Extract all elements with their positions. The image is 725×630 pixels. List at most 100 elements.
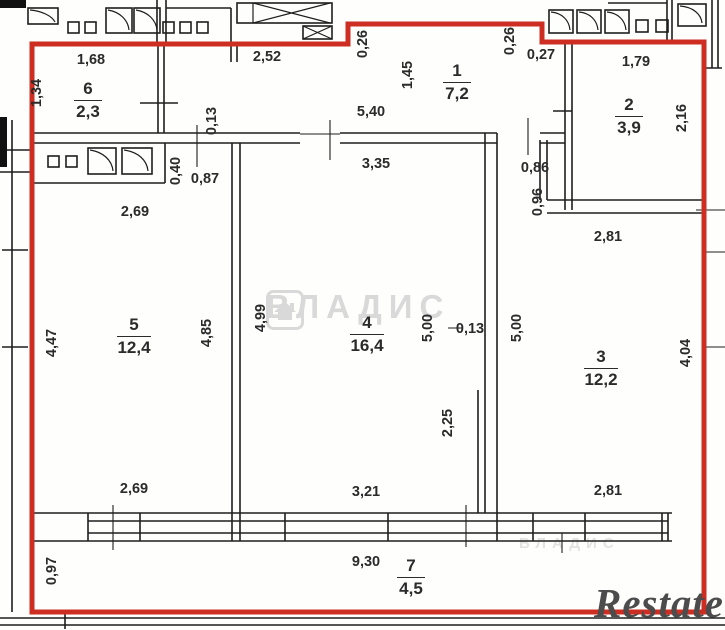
room-label-6: 6 2,3	[74, 80, 102, 121]
room-area: 12,4	[117, 337, 151, 357]
room-area: 4,5	[399, 578, 423, 598]
neighbor-wall	[704, 0, 722, 69]
dim-label: 0,97	[43, 556, 60, 586]
dim-label: 4,85	[198, 318, 215, 348]
room-label-divider	[74, 99, 102, 101]
room-label-1: 1 7,2	[443, 62, 471, 103]
dim-label: 0,96	[529, 187, 546, 217]
room-area: 7,2	[445, 83, 469, 103]
balcony-rail	[0, 612, 725, 629]
cabinet-icon	[87, 147, 117, 175]
cabinet-icon	[677, 3, 707, 27]
room-label-2: 2 3,9	[615, 96, 643, 137]
dim-label: 2,81	[593, 482, 623, 499]
dim-label: 5,00	[508, 313, 525, 343]
dim-label: 2,16	[673, 103, 690, 133]
dim-label: 4,04	[677, 338, 694, 368]
dim-label: 3,21	[351, 483, 381, 500]
room-label-divider	[584, 367, 618, 369]
dim-label: 2,25	[439, 408, 456, 438]
dim-label: 9,30	[351, 553, 381, 570]
dim-label: 5,00	[419, 313, 436, 343]
room-label-5: 5 12,4	[117, 316, 151, 357]
room6-wall	[140, 44, 178, 133]
dim-label: 0,26	[354, 29, 371, 59]
cabinet-icon	[121, 147, 153, 175]
dim-label: 1,34	[28, 78, 45, 108]
cabinet-icon	[548, 9, 630, 34]
watermark-restate: Restate	[594, 580, 724, 626]
cabinet-icon	[84, 21, 97, 34]
room2-wall	[539, 140, 704, 214]
dimension-tick	[196, 118, 725, 348]
interior-wall	[231, 143, 241, 513]
room2-wall	[553, 42, 573, 210]
dim-label: 3,35	[361, 155, 391, 172]
room-area: 16,4	[350, 335, 384, 355]
neighbor-wall	[156, 0, 238, 62]
dim-label: 0,13	[455, 320, 485, 337]
room-label-divider	[350, 333, 384, 335]
room-label-divider	[397, 576, 425, 578]
room-number: 4	[362, 313, 372, 332]
room-area: 2,3	[76, 101, 100, 121]
cabinet-icon	[105, 7, 133, 34]
watermark-ghost: ВЛАДИС	[519, 535, 620, 552]
dim-label: 1,79	[621, 53, 651, 70]
watermark-vladis: ВЛАДИС	[266, 288, 451, 330]
room-number: 1	[452, 61, 462, 80]
dim-label: 0,40	[167, 156, 184, 186]
room-number: 7	[406, 556, 416, 575]
room-number: 5	[129, 315, 139, 334]
wardrobe-band	[34, 143, 166, 184]
dim-label: 4,47	[43, 328, 60, 358]
interior-wall	[34, 132, 565, 144]
room-area: 12,2	[584, 369, 618, 389]
watermark-vladis-text: ВЛАДИС	[266, 288, 451, 325]
dim-label: 2,69	[119, 480, 149, 497]
room-number: 2	[624, 95, 634, 114]
dim-label: 5,40	[356, 103, 386, 120]
apartment-red-outline	[29, 21, 707, 615]
ventilation-shaft-icon	[236, 2, 333, 40]
cabinet-icon	[27, 7, 59, 25]
dim-label: 4,99	[252, 303, 269, 333]
dim-label: 2,52	[252, 48, 282, 65]
dim-label: 0,86	[520, 159, 550, 176]
cabinet-icon	[65, 155, 78, 168]
room-label-divider	[117, 335, 151, 337]
room-area: 3,9	[617, 117, 641, 137]
neighbor-wall	[608, 0, 673, 42]
dim-label: 0,87	[190, 170, 220, 187]
cabinet-icon	[133, 7, 161, 34]
dim-label: 0,26	[501, 26, 518, 56]
dim-label: 1,45	[399, 60, 416, 90]
room-label-divider	[615, 115, 643, 117]
interior-wall	[477, 133, 498, 513]
room-label-7: 7 4,5	[397, 557, 425, 598]
cabinet-icon	[47, 155, 60, 168]
dim-label: 2,81	[593, 228, 623, 245]
house-icon	[266, 290, 304, 330]
room-label-divider	[443, 81, 471, 83]
room-label-4: 4 16,4	[350, 314, 384, 355]
dim-label: 1,68	[76, 51, 106, 68]
cabinet-icon	[179, 21, 192, 34]
room-number: 6	[83, 79, 93, 98]
dim-label: 0,13	[203, 106, 220, 136]
cabinet-icon	[655, 19, 669, 33]
cabinet-icon	[196, 21, 209, 34]
neighbor-wall	[0, 117, 7, 167]
neighbor-wall	[0, 0, 26, 8]
room-label-3: 3 12,2	[584, 348, 618, 389]
dim-label: 2,69	[120, 203, 150, 220]
neighbor-wall	[0, 120, 32, 612]
cabinet-icon	[67, 21, 80, 34]
window-band	[34, 505, 672, 553]
room-number: 3	[596, 347, 606, 366]
cabinet-icon	[635, 19, 649, 33]
cabinet-icon	[162, 21, 175, 34]
